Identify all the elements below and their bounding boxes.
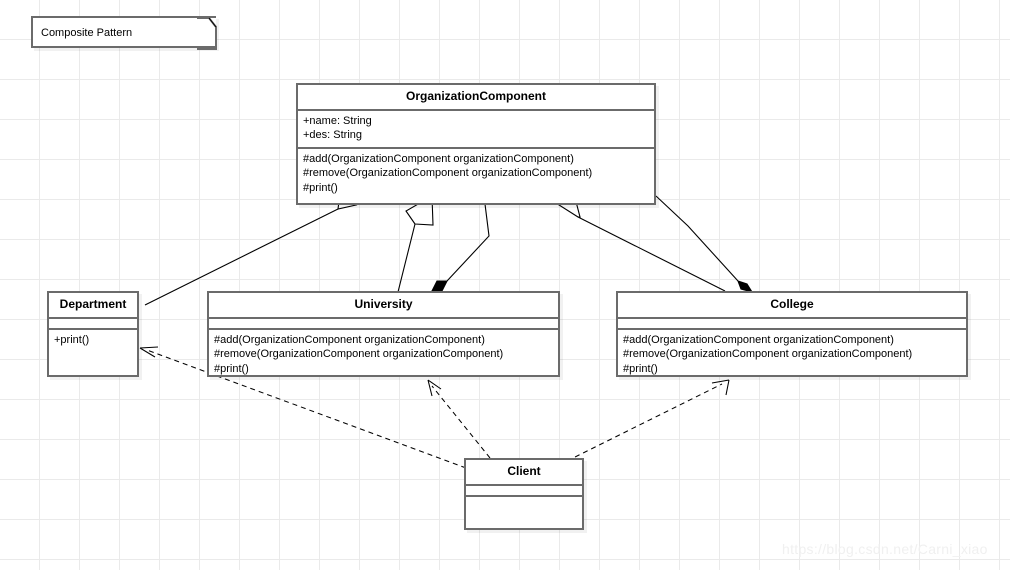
composition-organizationcomponent-to-university <box>431 195 490 292</box>
operation-row: +print() <box>54 333 90 346</box>
class-divider <box>298 108 654 111</box>
class-box-client[interactable]: Client <box>464 458 584 530</box>
operations-compartment-college: #add(OrganizationComponent organizationC… <box>618 330 966 381</box>
operations-compartment-organizationcomponent: #add(OrganizationComponent organizationC… <box>298 149 654 203</box>
dependency-client-to-college <box>566 379 730 462</box>
class-box-department[interactable]: Department +print() <box>47 291 139 377</box>
attributes-compartment-department <box>49 319 137 328</box>
class-name-client: Client <box>507 464 541 478</box>
composition-organizationcomponent-to-college <box>655 195 754 293</box>
class-divider <box>49 327 137 330</box>
operation-row: #print() <box>303 181 338 194</box>
operation-row: #remove(OrganizationComponent organizati… <box>303 167 593 180</box>
class-box-college[interactable]: College #add(OrganizationComponent organ… <box>616 291 968 377</box>
class-divider <box>618 316 966 319</box>
operation-row: #add(OrganizationComponent organizationC… <box>303 152 574 165</box>
class-name-organizationcomponent: OrganizationComponent <box>406 89 546 103</box>
generalization-university-to-organizationcomponent <box>397 195 434 293</box>
operation-row: #remove(OrganizationComponent organizati… <box>214 348 504 361</box>
operation-row: #print() <box>623 362 658 375</box>
class-name-college: College <box>770 297 814 311</box>
class-divider <box>466 483 582 486</box>
attribute-row: +des: String <box>303 129 363 142</box>
attributes-compartment-organizationcomponent: +name: String +des: String <box>298 111 654 147</box>
class-divider <box>49 316 137 319</box>
generalization-college-to-organizationcomponent <box>546 193 726 292</box>
watermark: https://blog.csdn.net/Carni_xiao <box>782 541 988 557</box>
class-name-department: Department <box>59 297 127 311</box>
class-divider <box>466 494 582 497</box>
operation-row: #add(OrganizationComponent organizationC… <box>214 333 485 346</box>
attributes-compartment-university <box>209 319 558 328</box>
note-composite-pattern[interactable]: Composite Pattern <box>31 16 217 50</box>
class-name-university: University <box>354 297 413 311</box>
note-fold-corner-icon <box>197 17 217 50</box>
dependency-client-to-university <box>427 379 491 459</box>
class-divider <box>298 146 654 149</box>
operations-compartment-client <box>466 497 582 529</box>
attribute-row: +name: String <box>303 114 372 127</box>
class-divider <box>209 327 558 330</box>
attributes-compartment-client <box>466 486 582 495</box>
operation-row: #print() <box>214 362 249 375</box>
operation-row: #remove(OrganizationComponent organizati… <box>623 348 913 361</box>
note-text: Composite Pattern <box>41 27 133 39</box>
class-divider <box>209 316 558 319</box>
operations-compartment-university: #add(OrganizationComponent organizationC… <box>209 330 558 381</box>
class-box-organizationcomponent[interactable]: OrganizationComponent +name: String +des… <box>296 83 656 205</box>
class-box-university[interactable]: University #add(OrganizationComponent or… <box>207 291 560 377</box>
operations-compartment-department: +print() <box>49 330 137 352</box>
operation-row: #add(OrganizationComponent organizationC… <box>623 333 894 346</box>
generalization-department-to-organizationcomponent <box>144 193 358 306</box>
class-divider <box>618 327 966 330</box>
attributes-compartment-college <box>618 319 966 328</box>
